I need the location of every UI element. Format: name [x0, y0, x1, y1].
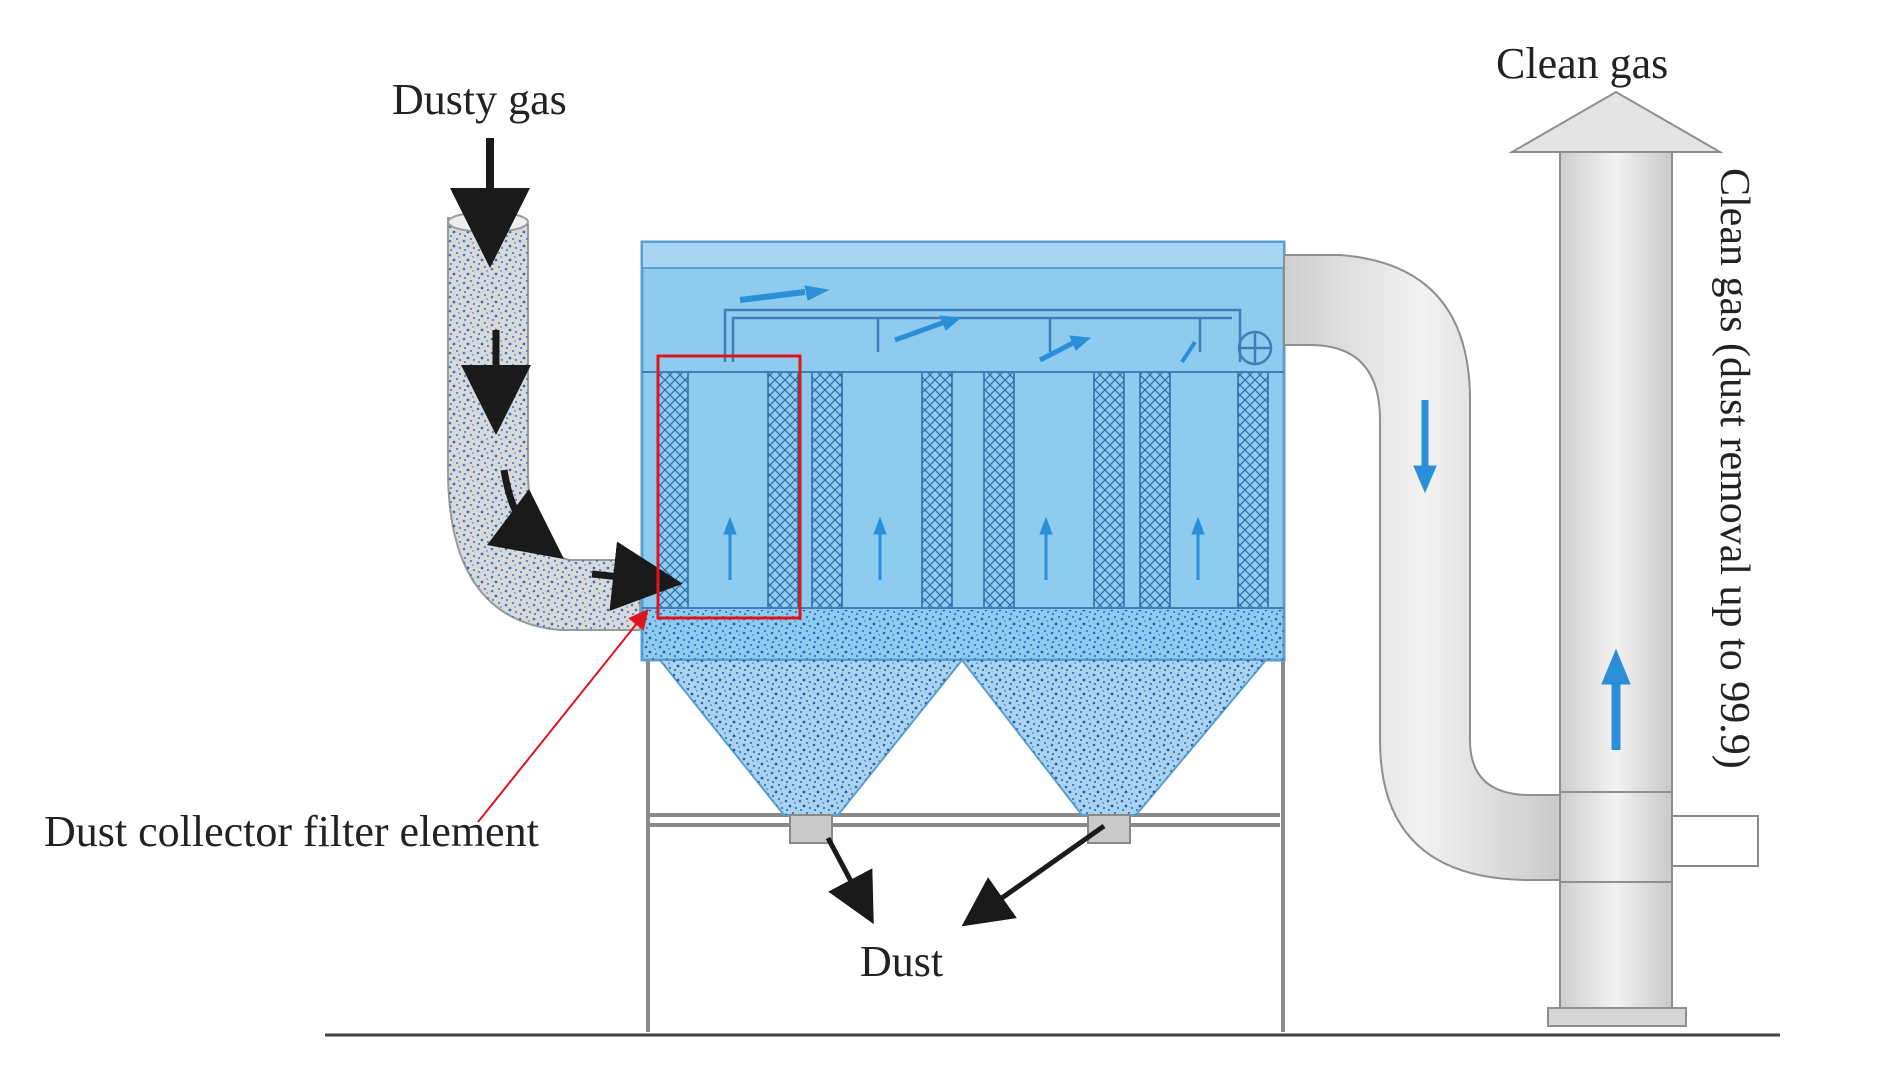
outlet-duct: [1283, 254, 1561, 881]
stack-cap-arrow: [1508, 90, 1724, 153]
dust-label: Dust: [860, 937, 944, 986]
clean-flow-arrows: [1413, 400, 1631, 750]
dust-accumulation: [642, 610, 1284, 815]
hopper-outlet-left: [789, 814, 833, 844]
support-frame: [646, 660, 1285, 1032]
inlet-pipe-dust: [448, 218, 640, 630]
sensor-box: [1671, 815, 1759, 867]
housing-top-band: [641, 241, 1285, 269]
internal-flow-arrows: [723, 285, 1205, 580]
clean-gas-label: Clean gas: [1496, 39, 1669, 88]
dusty-gas-label: Dusty gas: [392, 75, 567, 124]
clean-gas-efficiency-label: Clean gas (dust removal up to 99.9): [1711, 168, 1757, 769]
filter-element-highlight: [656, 354, 802, 620]
collector-housing: [640, 240, 1286, 662]
filter-bags: [642, 371, 1284, 609]
pulse-header: [723, 308, 1273, 366]
hopper-outlet-right: [1087, 814, 1131, 844]
filter-element-label: Dust collector filter element: [44, 807, 539, 856]
exhaust-stack: [1559, 149, 1673, 1021]
filter-element-pointer: [477, 608, 649, 823]
stack-base: [1547, 1007, 1687, 1027]
dark-flow-arrows: [450, 138, 1106, 927]
